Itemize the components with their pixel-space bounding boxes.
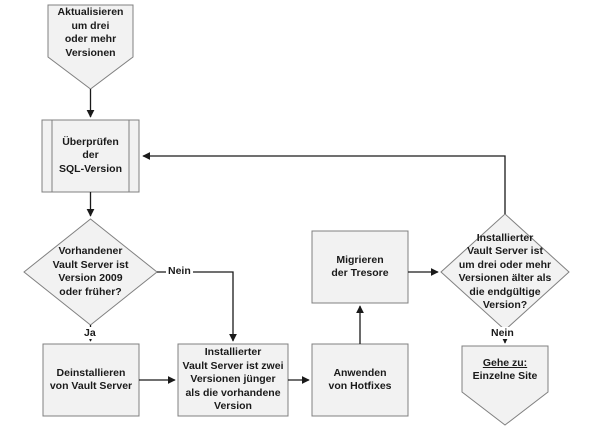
node-shape-goto-site[interactable] — [461, 345, 549, 426]
edge-label-nein-three-older: Nein — [489, 327, 516, 339]
node-shape-start-update[interactable] — [47, 4, 134, 90]
node-shape-install-two-newer[interactable] — [177, 343, 289, 417]
node-shape-apply-hotfixes[interactable] — [311, 343, 409, 417]
edge-label-ja-existing: Ja — [82, 327, 98, 339]
node-shape-decision-three-older[interactable] — [440, 213, 570, 331]
node-shape-decision-existing[interactable] — [23, 218, 158, 326]
node-shape-migrate-vaults[interactable] — [311, 230, 409, 304]
edge-decision-three-older-back-to-checksql — [142, 152, 506, 214]
edge-decision-existing-nein-to-install — [157, 271, 237, 342]
node-shape-check-sql[interactable] — [41, 119, 140, 193]
edge-label-nein-existing: Nein — [166, 265, 193, 277]
node-shape-uninstall[interactable] — [42, 343, 140, 417]
